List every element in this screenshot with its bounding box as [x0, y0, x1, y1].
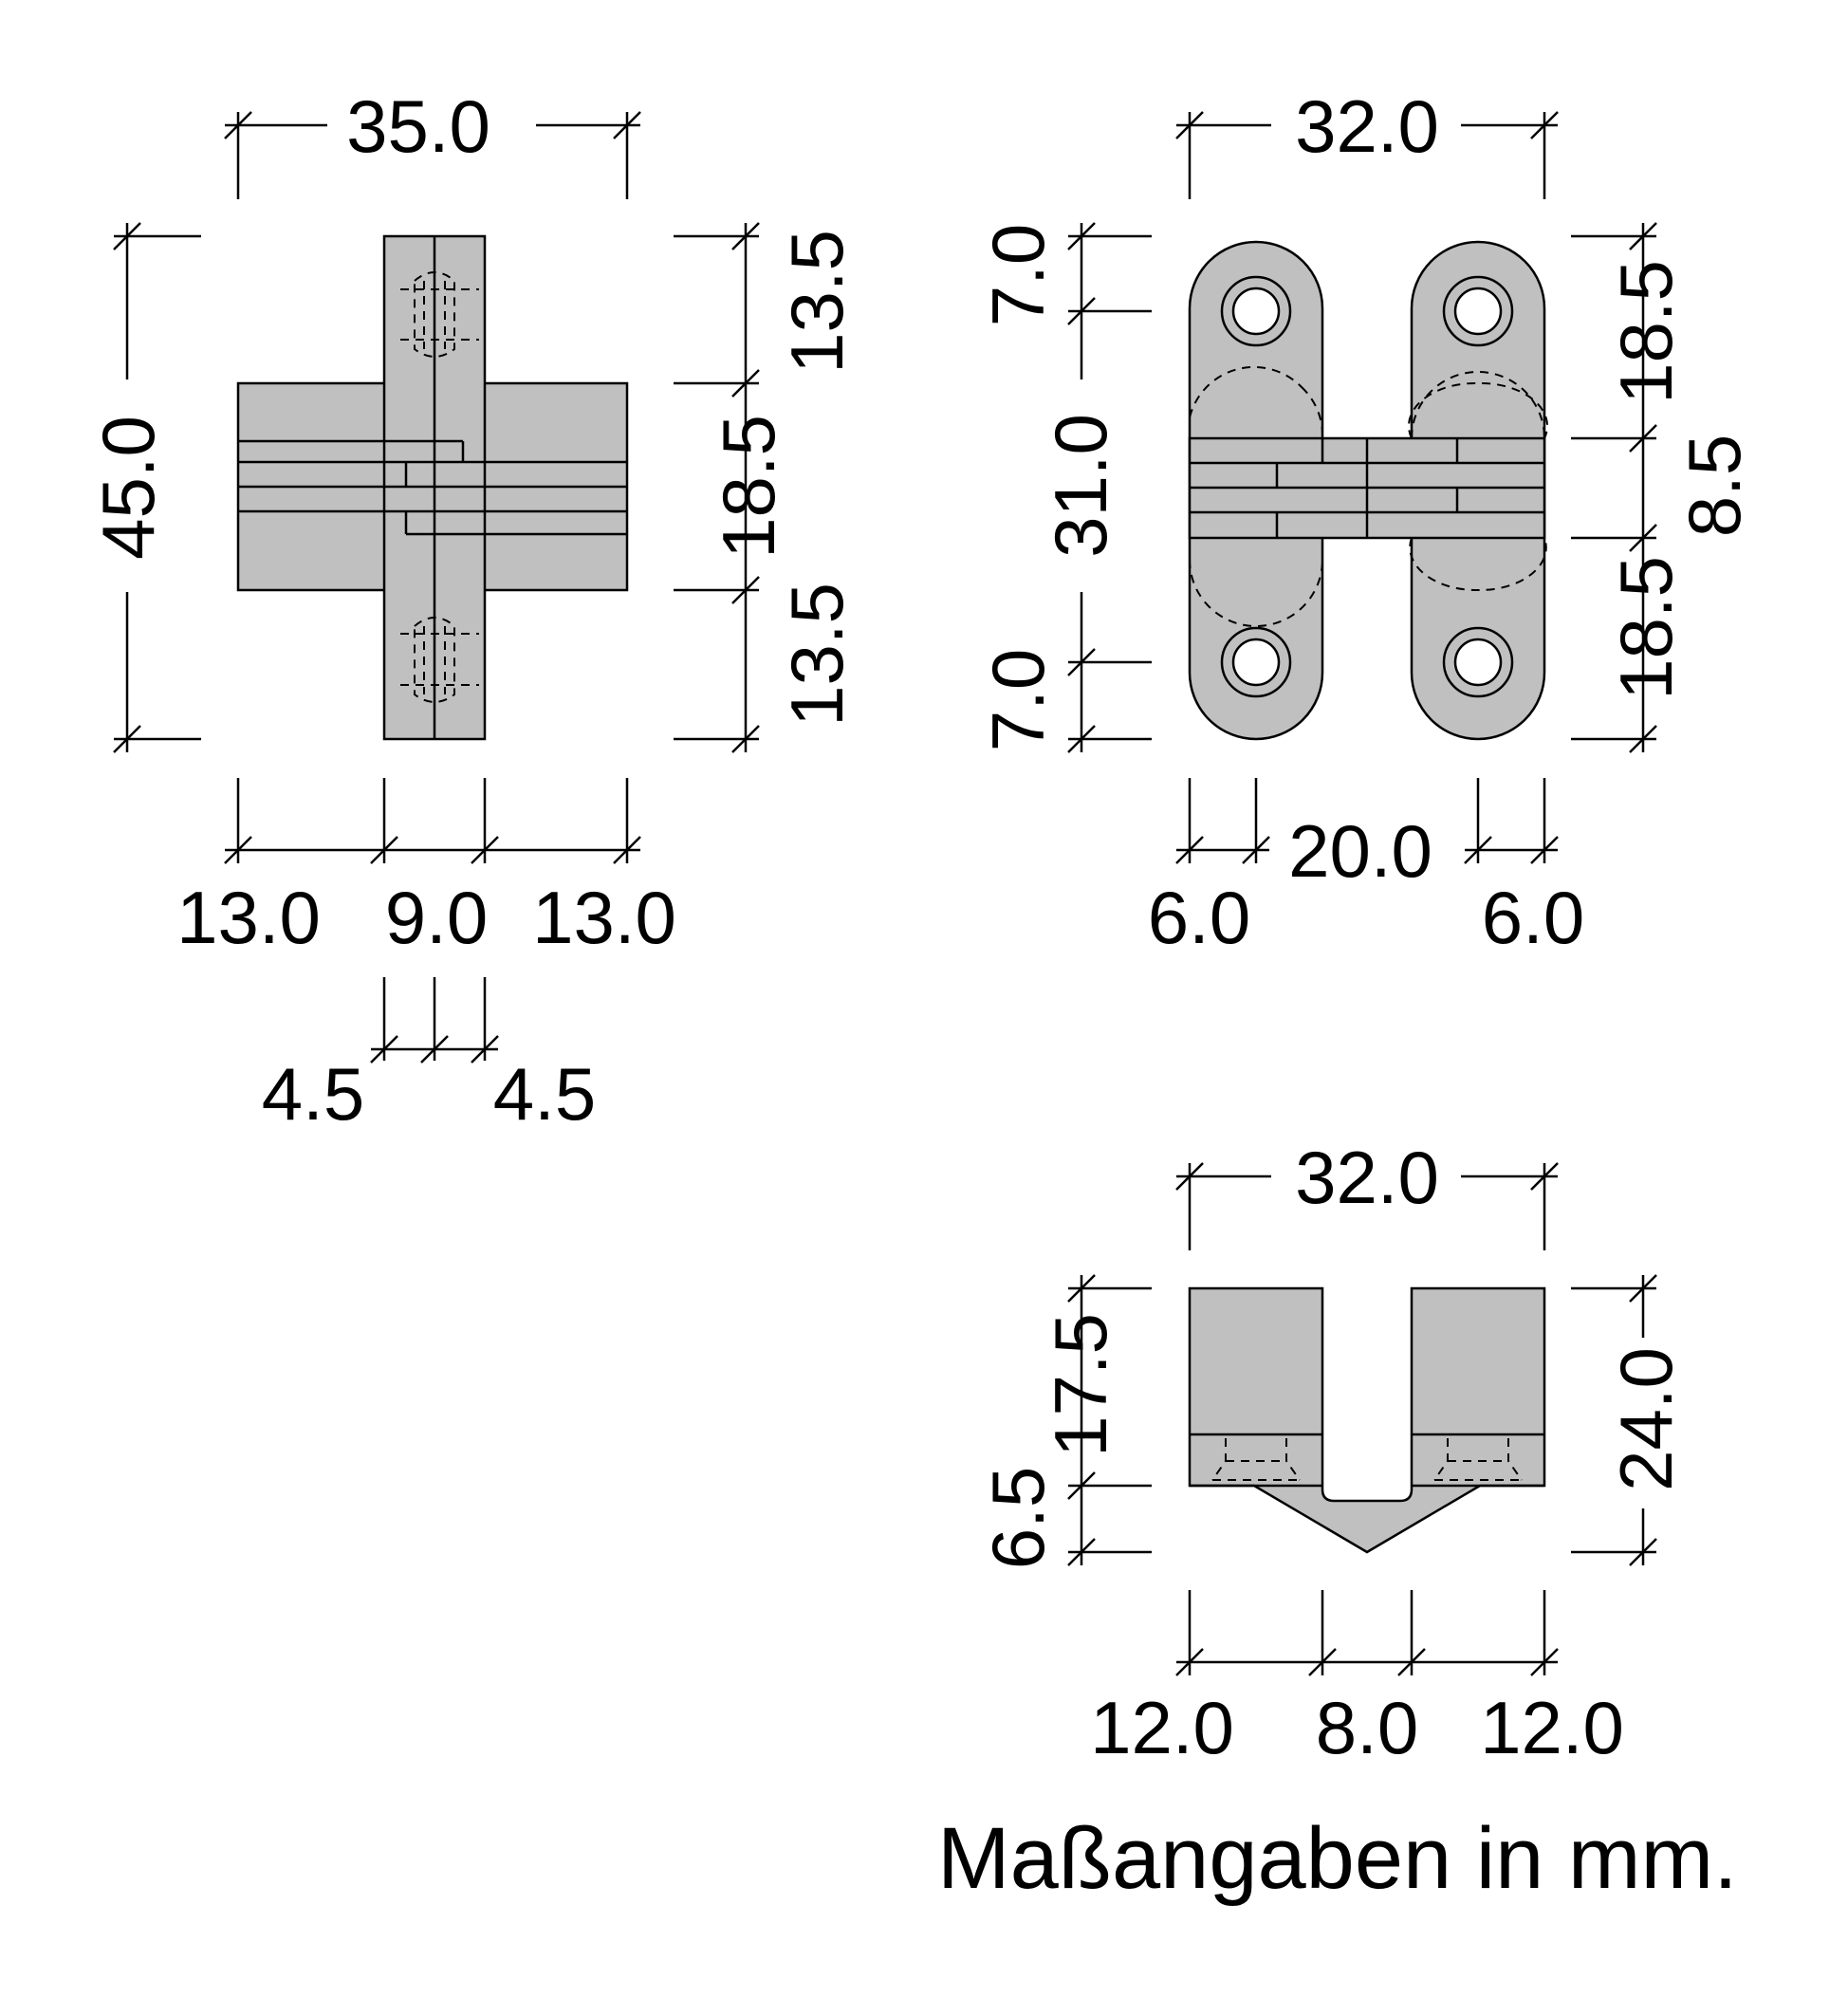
front-view: 35.0 45.0 13.5 18.5 13.5 13.0 9.0 13.0: [86, 84, 859, 1136]
front-height-dim: 45.0: [86, 416, 170, 560]
side-center-width-dim: 20.0: [1288, 809, 1432, 893]
top-left-width-dim: 12.0: [1090, 1686, 1234, 1769]
side-lower-height-dim: 18.5: [1604, 556, 1688, 700]
side-hole-top-dim: 7.0: [976, 224, 1060, 326]
front-width-center-dim: 9.0: [385, 876, 488, 959]
front-bottom-section-dim: 13.5: [775, 583, 859, 727]
side-joint-height-dim: 8.5: [1672, 435, 1756, 537]
top-block-height-dim: 17.5: [1039, 1313, 1122, 1457]
side-left-width-dim: 6.0: [1148, 876, 1250, 959]
top-overall-height-dim: 24.0: [1604, 1347, 1688, 1491]
top-view: 32.0 17.5 6.5 24.0 12.0 8.0 12.0: [976, 1136, 1688, 1769]
side-body-height-dim: 31.0: [1039, 414, 1122, 558]
front-width-right-dim: 13.0: [532, 876, 676, 959]
front-top-section-dim: 13.5: [775, 230, 859, 374]
side-width-dim: 32.0: [1295, 84, 1439, 168]
front-width-dim: 35.0: [346, 84, 490, 168]
side-right-width-dim: 6.0: [1482, 876, 1584, 959]
front-half-left-dim: 4.5: [262, 1052, 364, 1136]
top-lower-height-dim: 6.5: [976, 1467, 1060, 1569]
front-half-right-dim: 4.5: [493, 1052, 596, 1136]
side-hole-bottom-dim: 7.0: [976, 649, 1060, 751]
front-middle-section-dim: 18.5: [707, 415, 790, 559]
units-note: Maßangaben in mm.: [937, 1810, 1738, 1907]
side-view: 32.0 7.0 31.0 7.0 18.5 8.5 18.5 6.0 20.0…: [976, 84, 1756, 959]
front-width-left-dim: 13.0: [176, 876, 321, 959]
side-upper-height-dim: 18.5: [1604, 260, 1688, 404]
top-right-width-dim: 12.0: [1480, 1686, 1624, 1769]
top-width-dim: 32.0: [1295, 1136, 1439, 1219]
top-center-width-dim: 8.0: [1316, 1686, 1418, 1769]
